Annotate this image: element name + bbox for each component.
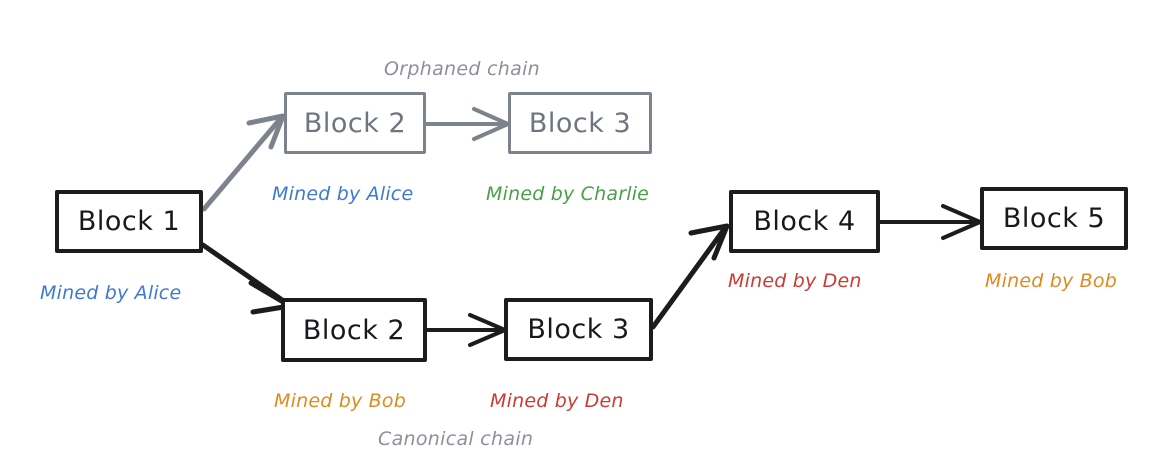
chain-label-orphaned: Orphaned chain: [384, 58, 540, 80]
chain-label-canonical: Canonical chain: [378, 428, 534, 450]
block-label: Block 4: [753, 206, 856, 237]
block-label: Block 2: [303, 107, 407, 139]
edge-canon-block2-to-canon-block3: [425, 313, 507, 347]
block-canon-block2[interactable]: Block 2: [281, 298, 427, 362]
block-label: Block 5: [1002, 203, 1106, 234]
miner-label-canon-block2: Mined by Bob: [274, 390, 406, 412]
block-label: Block 2: [302, 314, 406, 346]
block-block1[interactable]: Block 1: [55, 190, 203, 253]
block-orphan-block2[interactable]: Block 2: [284, 92, 426, 154]
edge-orphan-block2-to-orphan-block3: [425, 107, 510, 141]
block-canon-block4[interactable]: Block 4: [729, 190, 880, 253]
miner-label-block1: Mined by Alice: [40, 282, 182, 304]
miner-label-canon-block4: Mined by Den: [728, 270, 862, 292]
block-label: Block 1: [77, 206, 181, 237]
block-label: Block 3: [528, 107, 632, 139]
block-canon-block3[interactable]: Block 3: [504, 298, 653, 361]
edge-block1-to-canon-block2: [200, 242, 293, 315]
edge-canon-block3-to-canon-block4: [650, 223, 730, 330]
block-orphan-block3[interactable]: Block 3: [508, 92, 652, 154]
block-label: Block 3: [527, 314, 630, 345]
miner-label-orphan-block3: Mined by Charlie: [486, 183, 650, 205]
block-canon-block5[interactable]: Block 5: [980, 187, 1128, 250]
miner-label-canon-block5: Mined by Bob: [985, 270, 1117, 292]
edge-canon-block4-to-canon-block5: [878, 204, 982, 240]
miner-label-canon-block3: Mined by Den: [490, 390, 624, 412]
miner-label-orphan-block2: Mined by Alice: [272, 183, 414, 205]
